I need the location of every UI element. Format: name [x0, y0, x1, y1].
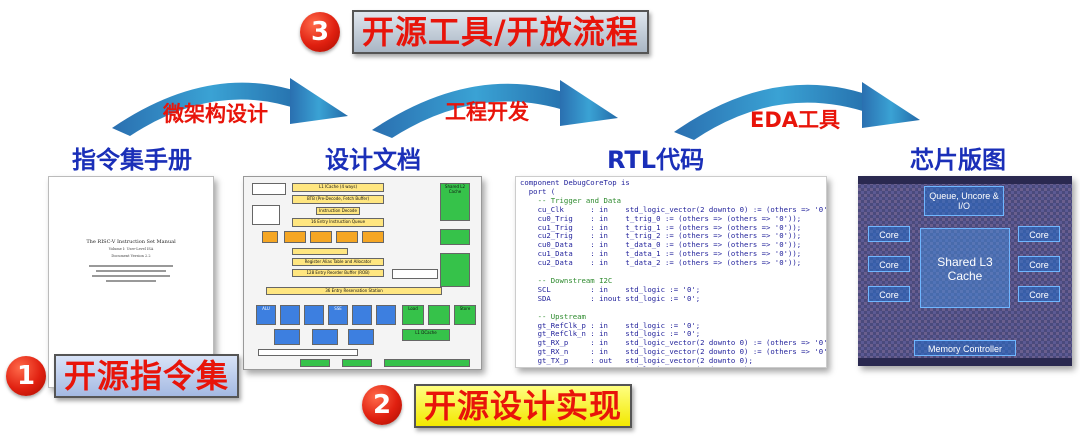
diagram-block: L1 DCache [402, 329, 450, 341]
node-label-rtl-code: RTL代码 [607, 146, 705, 174]
rtl-line: component DebugCoreTop is [520, 178, 630, 187]
rtl-line: cu0_Trig : in t_trig_0 := (others => (ot… [520, 213, 802, 223]
chip-layout-thumbnail: Queue, Uncore & I/O Core Core Core Core … [858, 176, 1072, 366]
rtl-line: gt_RefClk_p : in std_logic := '0'; [520, 320, 701, 330]
rtl-line: cu1_Data : in t_data_1 := (others => (ot… [520, 249, 802, 259]
diagram-block [310, 231, 332, 243]
diagram-block [348, 329, 374, 345]
diagram-block [362, 231, 384, 243]
diagram-block [304, 305, 324, 325]
diagram-block: Load [402, 305, 424, 325]
diagram-block [292, 248, 348, 255]
text-line [96, 270, 166, 272]
diagram-block [300, 359, 330, 367]
rtl-line: SDA : inout std_logic := '0'; [520, 293, 701, 303]
diagram-block: Store [454, 305, 476, 325]
isa-manual-title: The RISC-V Instruction Set Manual [86, 239, 176, 245]
diagram-block [252, 183, 286, 195]
rtl-code-listing: component DebugCoreTop is port ( -- Trig… [520, 178, 827, 367]
diagram-block [352, 305, 372, 325]
arc-arrow-eda [674, 82, 920, 140]
design-doc-thumbnail: L1 ICache (4 ways) BTB (Pre-Decode, Fetc… [243, 176, 482, 370]
diagram-block: BTB (Pre-Decode, Fetch Buffer) [292, 195, 384, 204]
step-1-title: 开源指令集 [54, 354, 240, 398]
chip-block-core: Core [1018, 256, 1060, 272]
diagram-block [342, 359, 372, 367]
arc-label-eda: EDA工具 [750, 108, 841, 132]
isa-manual-subtitle: Volume I: User-Level ISA [108, 247, 154, 251]
rtl-line: -- Upstream [520, 311, 586, 321]
rtl-line: gt_TX_p : out std_logic_vector(2 downto … [520, 356, 753, 366]
diagram-block [384, 359, 470, 367]
chip-block-core: Core [868, 256, 910, 272]
diagram-block [392, 269, 438, 279]
arc-label-engineering: 工程开发 [445, 100, 529, 124]
text-line [106, 280, 156, 282]
rtl-line: gt_TX_n : out std_logic_vector(2 downto … [520, 365, 826, 367]
step-1-badge: 1 [6, 356, 46, 396]
chip-block-memory-controller: Memory Controller [914, 340, 1016, 356]
diagram-block: 16 Entry Instruction Queue [292, 218, 384, 227]
rtl-line: cu0_Data : in t_data_0 := (others => (ot… [520, 240, 802, 250]
node-label-design-doc: 设计文档 [325, 146, 421, 174]
text-line [92, 275, 170, 277]
rtl-line: cu_Clk : in std_logic_vector(2 downto 0)… [520, 204, 827, 214]
diagram-block: Register Alias Table and Allocator [292, 258, 384, 266]
diagram-block: ALU [256, 305, 276, 325]
diagram-block: SSE [328, 305, 348, 325]
diagram-block [428, 305, 450, 325]
rtl-line: cu2_Trig : in t_trig_2 := (others => (ot… [520, 231, 802, 241]
rtl-code-thumbnail: component DebugCoreTop is port ( -- Trig… [515, 176, 827, 368]
diagram-block: 128 Entry Reorder Buffer (ROB) [292, 269, 384, 277]
chip-block-core: Core [1018, 286, 1060, 302]
step-3-badge: 3 [300, 12, 340, 52]
diagram-block [280, 305, 300, 325]
diagram-block [274, 329, 300, 345]
chip-block-shared-cache: Shared L3 Cache [920, 228, 1010, 308]
diagram-block [284, 231, 306, 243]
diagram-block: Shared L2 Cache [440, 183, 470, 221]
rtl-line: gt_RX_p : in std_logic_vector(2 downto 0… [520, 338, 827, 348]
diagram-block [376, 305, 396, 325]
arc-arrow-microarch [112, 78, 348, 136]
node-label-isa-manual: 指令集手册 [72, 146, 192, 174]
step-3-title: 开源工具/开放流程 [352, 10, 649, 54]
arc-arrow-engineering [372, 80, 618, 138]
chip-block-core: Core [868, 286, 910, 302]
rtl-line: gt_RX_n : in std_logic_vector(2 downto 0… [520, 347, 827, 357]
diagram-block [262, 231, 278, 243]
arc-label-microarch: 微架构设计 [163, 102, 268, 126]
node-label-chip-layout: 芯片版图 [910, 146, 1006, 174]
diagram-block [312, 329, 338, 345]
diagram-block [258, 349, 358, 356]
chip-block-core: Core [1018, 226, 1060, 242]
isa-manual-version: Document Version 2.2 [111, 254, 151, 258]
isa-manual-thumbnail: The RISC-V Instruction Set Manual Volume… [48, 176, 214, 388]
step-2-badge: 2 [362, 385, 402, 425]
diagram-block [336, 231, 358, 243]
text-line [89, 265, 173, 267]
rtl-line: -- Trigger and Data [520, 195, 622, 205]
diagram-block [440, 229, 470, 245]
diagram-block: 36 Entry Reservation Station [266, 287, 442, 295]
diagram-block [440, 253, 470, 287]
diagram-block: Instruction Decode [316, 207, 360, 215]
rtl-line: port ( [520, 186, 556, 196]
rtl-line: cu1_Trig : in t_trig_1 := (others => (ot… [520, 222, 802, 232]
chip-block-core: Core [868, 226, 910, 242]
diagram-block: L1 ICache (4 ways) [292, 183, 384, 192]
rtl-line: gt_RefClk_n : in std_logic := '0'; [520, 329, 701, 339]
rtl-line: cu2_Data : in t_data_2 := (others => (ot… [520, 258, 802, 268]
diagram-block [252, 205, 280, 225]
chip-block-queue: Queue, Uncore & I/O [924, 186, 1004, 216]
rtl-line: SCL : in std_logic := '0'; [520, 284, 701, 294]
step-2-title: 开源设计实现 [414, 384, 633, 428]
rtl-line: -- Downstream I2C [520, 275, 613, 285]
